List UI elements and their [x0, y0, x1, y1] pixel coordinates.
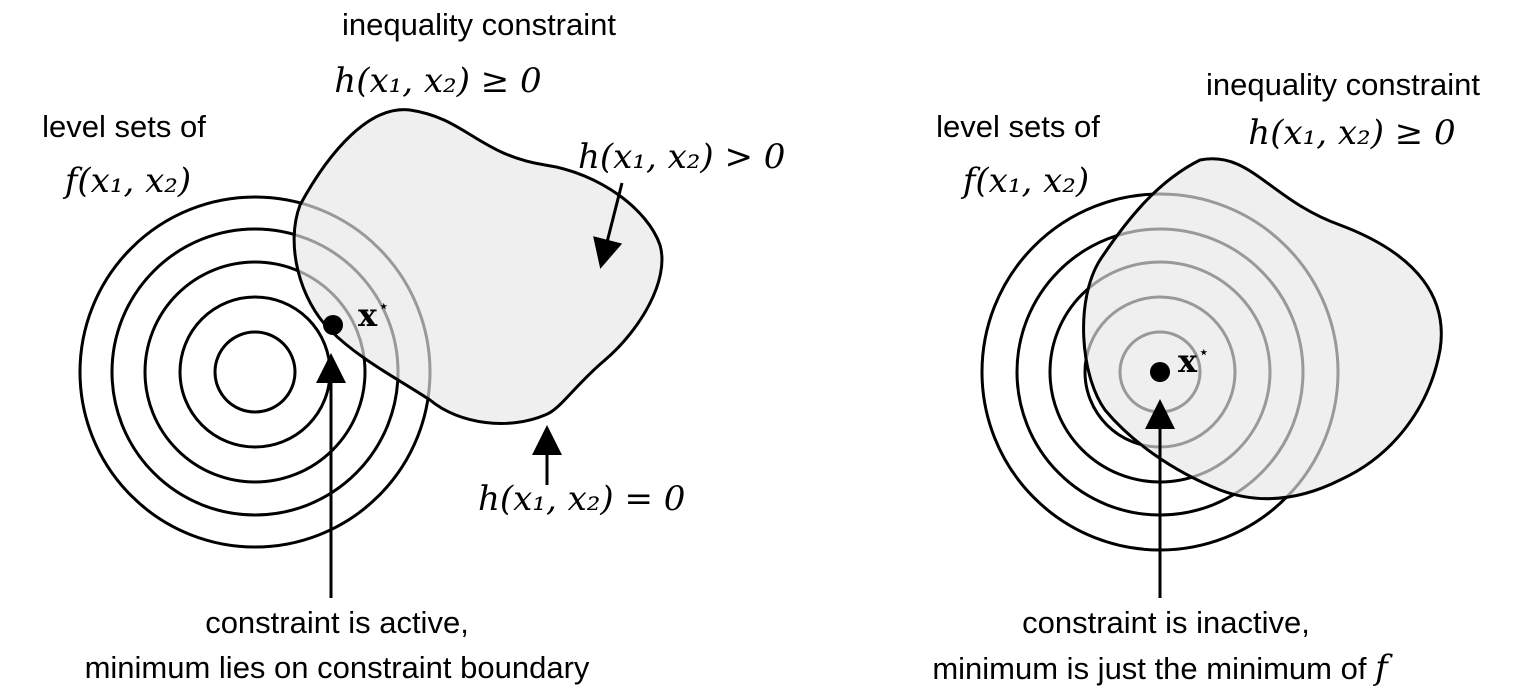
right-optimum-point [1150, 362, 1170, 382]
left-panel [78, 108, 664, 598]
left-interior-label: h(x₁, x₂) > 0 [578, 137, 786, 177]
right-optimum-label: x⋆ [1178, 342, 1210, 380]
right-caption-line1: constraint is inactive, [1022, 605, 1310, 640]
left-level-set-3 [143, 260, 367, 484]
right-level-sets-expr: f(x₁, x₂) [962, 161, 1090, 201]
left-level-set-2 [178, 295, 332, 449]
right-constraint-title: inequality constraint [1206, 67, 1480, 102]
left-level-sets-label: level sets of [42, 109, 206, 144]
left-constraint-expr: h(x₁, x₂) ≥ 0 [334, 61, 542, 101]
left-constraint-title: inequality constraint [342, 7, 616, 42]
right-level-sets-label: level sets of [936, 109, 1100, 144]
left-constraint-boundary [292, 108, 664, 425]
left-feasible-region [294, 109, 662, 424]
left-boundary-label: h(x₁, x₂) = 0 [478, 479, 686, 519]
left-level-set-1 [213, 330, 297, 414]
left-interior-arrow [593, 182, 624, 269]
left-caption-line2: minimum lies on constraint boundary [84, 650, 590, 685]
left-optimum-label: x⋆ [358, 296, 390, 334]
left-optimum-point [323, 315, 343, 335]
right-constraint-boundary [1082, 157, 1443, 501]
right-constraint-expr: h(x₁, x₂) ≥ 0 [1248, 113, 1456, 153]
left-level-sets-expr: f(x₁, x₂) [64, 161, 192, 201]
right-panel [980, 157, 1443, 598]
left-caption-line1: constraint is active, [205, 605, 469, 640]
right-caption-line2: minimum is just the minimum of f [932, 648, 1388, 688]
